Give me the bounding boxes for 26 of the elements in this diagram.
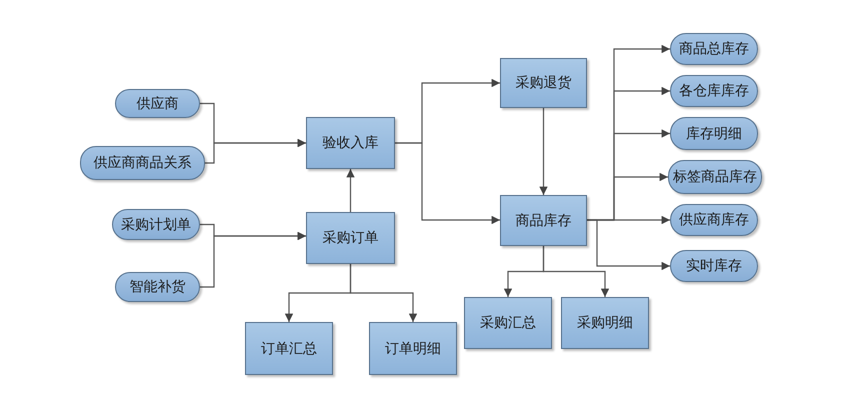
arrow <box>200 232 306 288</box>
terminal-node: 供应商 <box>115 89 200 118</box>
process-box: 采购明细 <box>561 297 649 349</box>
arrow <box>587 219 670 270</box>
arrow <box>542 246 610 297</box>
arrow <box>350 264 418 322</box>
process-box: 采购汇总 <box>464 297 552 349</box>
process-box: 订单汇总 <box>245 322 333 375</box>
process-box: 验收入库 <box>306 117 395 169</box>
arrow <box>205 138 306 164</box>
process-box: 采购退货 <box>500 58 587 108</box>
terminal-node: 标签商品库存 <box>668 160 762 194</box>
process-box: 商品库存 <box>500 195 587 246</box>
terminal-node: 各仓库库存 <box>670 75 758 107</box>
terminal-node: 库存明细 <box>670 117 758 150</box>
arrow <box>395 142 500 224</box>
terminal-node: 实时库存 <box>670 250 758 282</box>
terminal-node: 商品总库存 <box>670 33 758 65</box>
process-box: 订单明细 <box>369 322 457 375</box>
arrow <box>346 169 355 212</box>
terminal-node: 智能补货 <box>115 272 200 302</box>
terminal-node: 采购计划单 <box>112 209 200 240</box>
terminal-node: 供应商库存 <box>670 204 758 236</box>
process-box: 采购订单 <box>306 212 395 264</box>
terminal-node: 供应商商品关系 <box>80 146 205 180</box>
arrow <box>539 108 548 195</box>
